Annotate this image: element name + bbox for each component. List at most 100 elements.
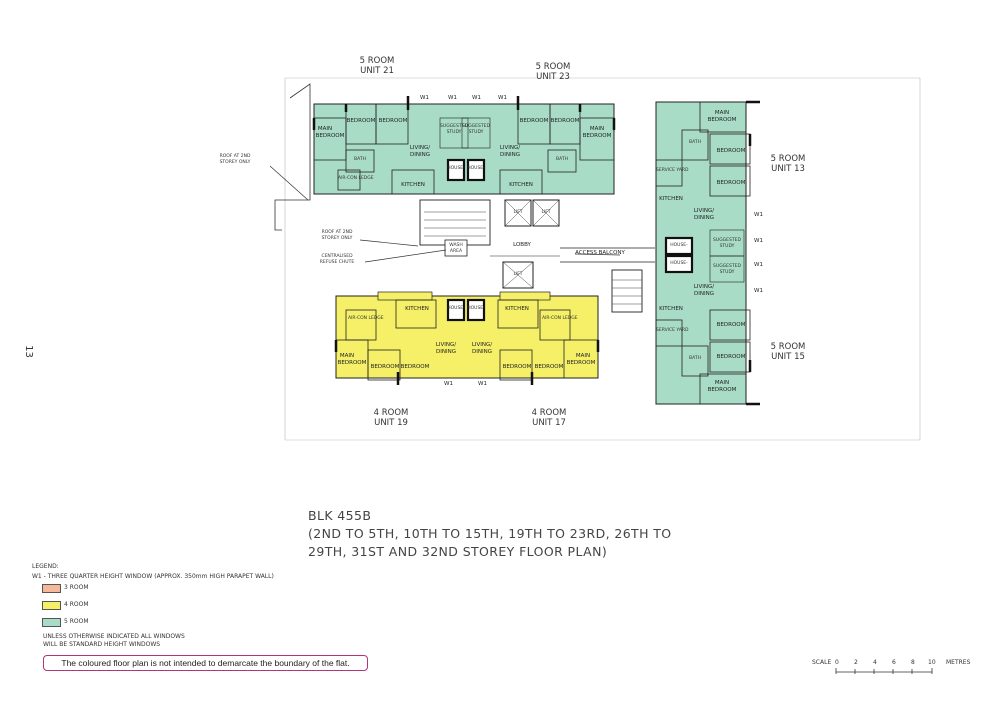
room-service-yard: SERVICE YARD — [656, 168, 689, 173]
legend-note-2: WILL BE STANDARD HEIGHT WINDOWS — [43, 641, 161, 648]
room-living-2: DINING — [436, 349, 456, 355]
room-bedroom: BEDROOM — [716, 354, 746, 360]
room-aircon: AIR-CON LEDGE — [338, 176, 374, 181]
five-room-top-block — [312, 96, 616, 195]
room-living-2: DINING — [694, 215, 714, 221]
room-aircon: AIR-CON LEDGE — [542, 316, 578, 321]
unit-17-type: 4 ROOM — [531, 408, 567, 418]
roof-note-b-line1: ROOF AT 2ND — [321, 230, 353, 235]
room-main: MAIN — [714, 110, 730, 116]
room-main: MAIN — [317, 126, 333, 132]
legend-w1-desc: W1 - THREE QUARTER HEIGHT WINDOW (APPROX… — [32, 573, 274, 580]
scale-tick-4: 4 — [873, 659, 877, 666]
room-study-1: SUGGESTED — [440, 124, 468, 129]
room-household: HOUSE- — [670, 261, 688, 266]
room-living-1: LIVING/ — [499, 145, 521, 151]
unit-19-type: 4 ROOM — [373, 408, 409, 418]
room-main: MAIN — [589, 126, 605, 132]
floor-plan-drawing — [269, 77, 921, 441]
room-household: HOUSE- — [447, 306, 465, 311]
scale-unit: METRES — [946, 659, 971, 666]
scale-label: SCALE — [812, 659, 832, 666]
scale-tick-6: 6 — [892, 659, 896, 666]
four-room-bottom-block — [334, 291, 600, 385]
unit-15-name: UNIT 15 — [771, 352, 805, 362]
room-kitchen: KITCHEN — [401, 182, 425, 188]
central-core — [419, 199, 655, 313]
room-kitchen: KITCHEN — [509, 182, 533, 188]
room-study-2: STUDY — [719, 270, 735, 275]
w1-mark: W1 — [754, 288, 763, 294]
room-main-bedroom: BEDROOM — [707, 117, 737, 123]
chute-note-line1: CENTRALISED — [321, 254, 353, 259]
unit-23-type: 5 ROOM — [535, 62, 571, 72]
unit-17-name: UNIT 17 — [532, 418, 566, 428]
unit-15-type: 5 ROOM — [770, 342, 806, 352]
room-kitchen: KITCHEN — [659, 306, 683, 312]
leader-lines — [269, 165, 621, 263]
unit-19-name: UNIT 19 — [374, 418, 408, 428]
plan-title-line3: 29TH, 31ST AND 32ND STOREY FLOOR PLAN) — [308, 544, 608, 559]
legend-heading: LEGEND: — [32, 563, 59, 570]
room-bedroom: BEDROOM — [550, 118, 580, 124]
room-main-bedroom: BEDROOM — [582, 133, 612, 139]
room-household: HOUSE- — [670, 243, 688, 248]
legend-swatch-3-room — [42, 584, 61, 593]
room-study-2: STUDY — [446, 130, 462, 135]
unit-21-type: 5 ROOM — [359, 56, 395, 66]
room-kitchen: KITCHEN — [405, 306, 429, 312]
room-study-1: SUGGESTED — [462, 124, 490, 129]
w1-mark: W1 — [754, 212, 763, 218]
w1-mark: W1 — [754, 262, 763, 268]
construction-lines — [284, 77, 921, 441]
lift-label-2: LIFT — [541, 210, 551, 215]
five-room-right-block — [655, 100, 760, 406]
scale-tick-10: 10 — [928, 659, 936, 666]
plan-title-line2: (2ND TO 5TH, 10TH TO 15TH, 19TH TO 23RD,… — [308, 526, 672, 541]
w1-mark: W1 — [472, 95, 481, 101]
w1-mark: W1 — [420, 95, 429, 101]
room-household: HOUSE- — [467, 306, 485, 311]
room-living-2: DINING — [500, 152, 520, 158]
room-bedroom: BEDROOM — [519, 118, 549, 124]
room-living-1: LIVING/ — [693, 208, 715, 214]
room-study-1: SUGGESTED — [713, 264, 741, 269]
room-bath: BATH — [689, 140, 701, 145]
room-bedroom: BEDROOM — [370, 364, 400, 370]
room-household: HOUSE- — [447, 166, 465, 171]
room-study-2: STUDY — [719, 244, 735, 249]
room-bath: BATH — [556, 157, 568, 162]
legend-label-3-room: 3 ROOM — [64, 584, 89, 591]
room-living-2: DINING — [472, 349, 492, 355]
room-bedroom: BEDROOM — [502, 364, 532, 370]
plan-title: BLK 455B (2ND TO 5TH, 10TH TO 15TH, 19TH… — [308, 507, 672, 561]
legend-swatch-4-room — [42, 601, 61, 610]
unit-13-name: UNIT 13 — [771, 164, 805, 174]
legend-swatch-5-room — [42, 618, 61, 627]
w1-mark: W1 — [478, 381, 487, 387]
w1-mark: W1 — [448, 95, 457, 101]
room-main: MAIN — [575, 353, 591, 359]
room-study-2: STUDY — [468, 130, 484, 135]
w1-mark: W1 — [754, 238, 763, 244]
unit-23-name: UNIT 23 — [536, 72, 570, 82]
room-living-1: LIVING/ — [471, 342, 493, 348]
unit-21-name: UNIT 21 — [360, 66, 394, 76]
w1-mark: W1 — [498, 95, 507, 101]
room-living-1: LIVING/ — [409, 145, 431, 151]
room-main: MAIN — [714, 380, 730, 386]
roof-note-b-line2: STOREY ONLY — [321, 236, 353, 241]
room-bath: BATH — [354, 157, 366, 162]
scale-tick-8: 8 — [911, 659, 915, 666]
room-living-1: LIVING/ — [435, 342, 457, 348]
legend-note-1: UNLESS OTHERWISE INDICATED ALL WINDOWS — [43, 633, 185, 640]
wash-area-label-2: AREA — [449, 249, 463, 254]
roof-outline — [274, 83, 311, 231]
room-bedroom: BEDROOM — [378, 118, 408, 124]
room-main-bedroom: BEDROOM — [707, 387, 737, 393]
lift-label-3: LIFT — [513, 272, 523, 277]
disclaimer-notice: The coloured floor plan is not intended … — [43, 655, 368, 671]
room-bedroom: BEDROOM — [400, 364, 430, 370]
lobby-label: LOBBY — [513, 242, 531, 248]
lift-label-1: LIFT — [513, 210, 523, 215]
